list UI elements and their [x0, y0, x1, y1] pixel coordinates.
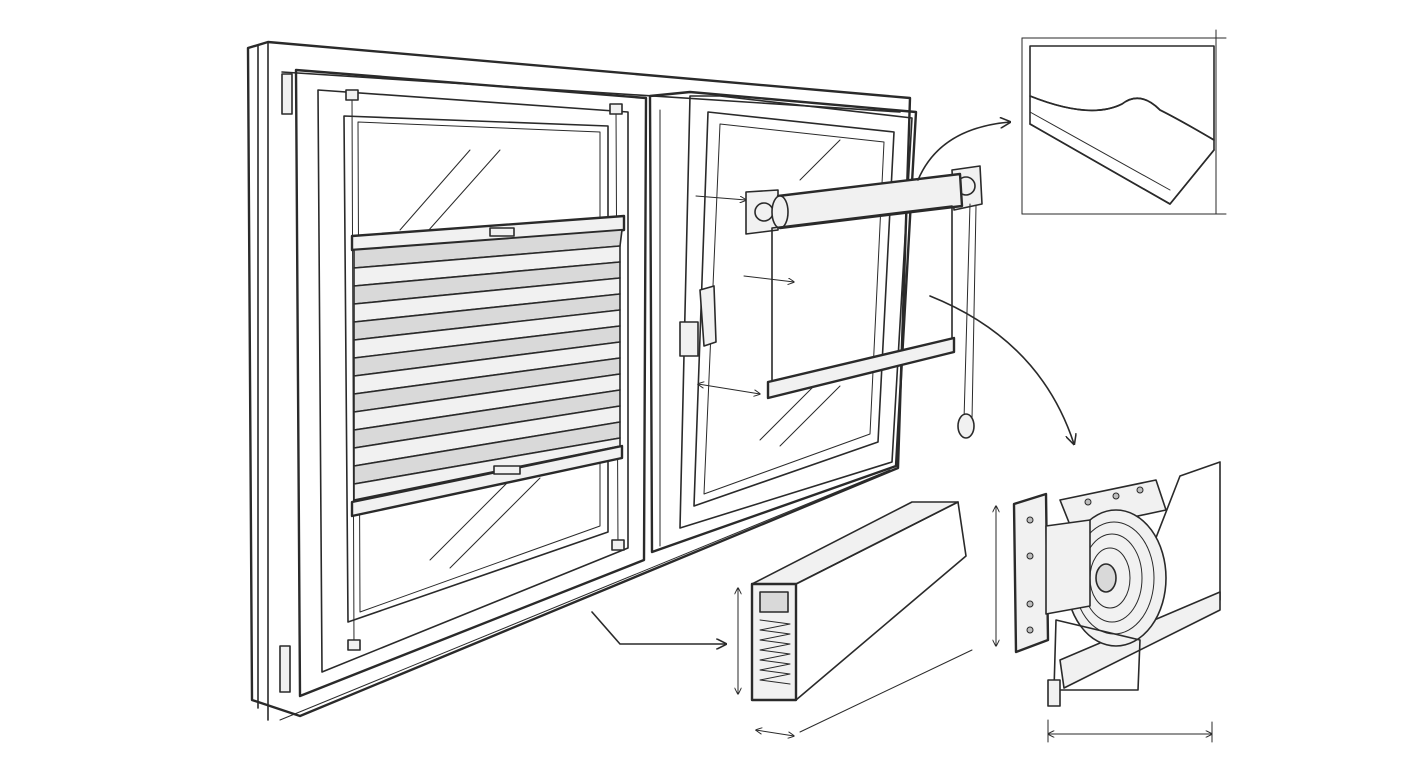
cord-clip-icon [345, 89, 359, 101]
connector-arrow [591, 611, 726, 644]
end-plate [1012, 492, 1050, 654]
cord-clip-icon [611, 539, 625, 551]
hinge-top-icon [281, 73, 293, 115]
connector-arrow [917, 122, 1010, 181]
bottom-rail [350, 444, 624, 518]
hinge-bottom-icon [279, 645, 291, 693]
connector-arrow [929, 295, 1074, 444]
pleated-blind [345, 89, 626, 651]
rail-handle-icon [489, 227, 515, 237]
top-rail [350, 214, 626, 252]
left-sash [294, 68, 648, 698]
cord-clip-icon [347, 639, 361, 651]
roller-blind [695, 165, 983, 439]
window-frame [246, 40, 912, 721]
cord-clip-icon [609, 103, 623, 115]
pleated-profile-detail [738, 501, 973, 736]
roller-mechanism-detail [996, 461, 1221, 743]
profile-pleats [759, 619, 791, 685]
rail-handle-icon [493, 465, 521, 475]
roller-bottom-bar [766, 336, 956, 400]
roller-tube [776, 172, 964, 230]
fabric-detail [1021, 29, 1227, 215]
pleats [353, 229, 623, 501]
right-sash [648, 90, 918, 554]
window-handle-icon [679, 285, 717, 357]
chain-weight-icon [957, 413, 975, 439]
